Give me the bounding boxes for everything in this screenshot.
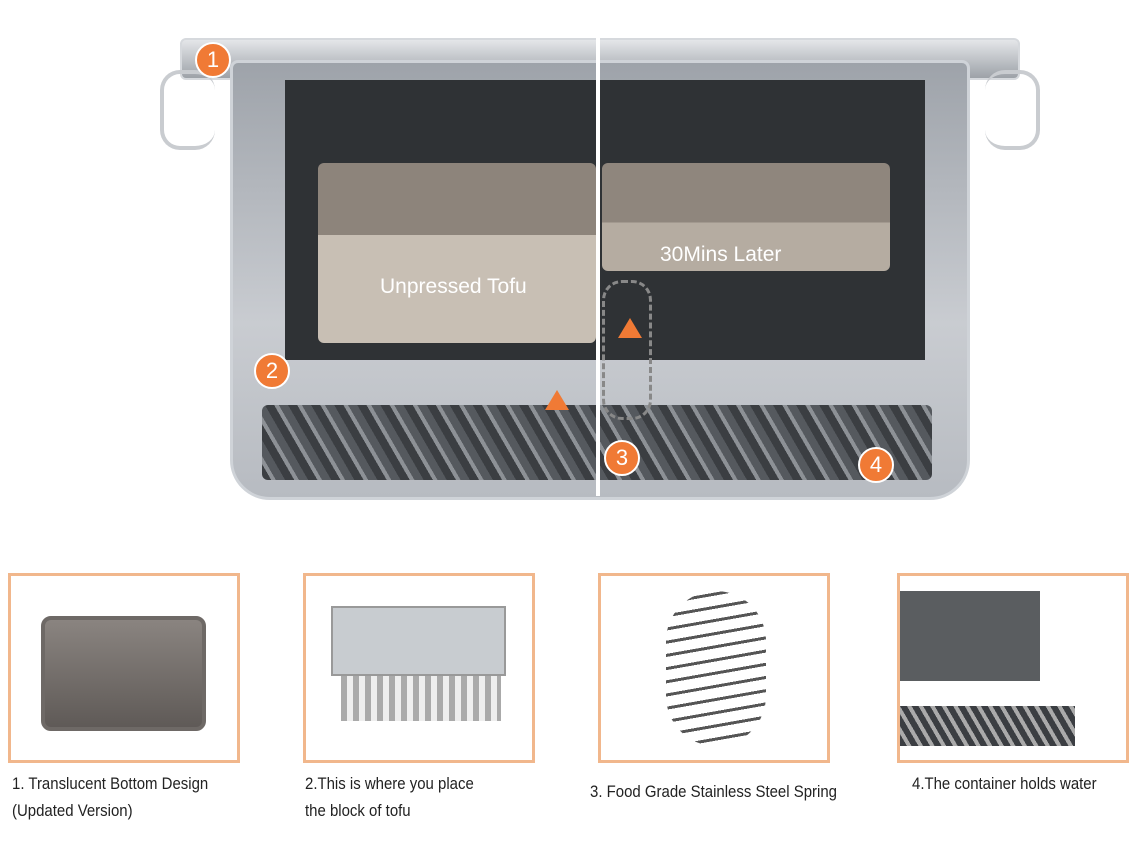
feature-image-bottom xyxy=(8,573,240,763)
up-arrow-icon xyxy=(618,318,642,338)
unpressed-tofu-label: Unpressed Tofu xyxy=(380,275,527,298)
feature-caption-4: 4.The container holds water xyxy=(912,770,1122,797)
feature-image-tray xyxy=(303,573,535,763)
comparison-divider xyxy=(596,36,600,496)
badge-4: 4 xyxy=(858,447,894,483)
feature-caption-1: 1. Translucent Bottom Design (Updated Ve… xyxy=(12,770,235,824)
spring xyxy=(602,280,652,420)
badge-1: 1 xyxy=(195,42,231,78)
feature-caption-2: 2.This is where you place the block of t… xyxy=(305,770,497,824)
left-latch xyxy=(160,70,215,150)
feature-caption-3: 3. Food Grade Stainless Steel Spring xyxy=(590,778,871,805)
caption-line: 4.The container holds water xyxy=(912,774,1097,793)
pressed-tofu-block: 30Mins Later xyxy=(602,163,890,271)
feature-image-water xyxy=(897,573,1129,763)
caption-line: 3. Food Grade Stainless Steel Spring xyxy=(590,782,837,801)
feature-image-spring xyxy=(598,573,830,763)
right-latch xyxy=(985,70,1040,150)
caption-line: (Updated Version) xyxy=(12,801,133,820)
badge-3: 3 xyxy=(604,440,640,476)
badge-2: 2 xyxy=(254,353,290,389)
caption-line: 2.This is where you place xyxy=(305,774,474,793)
unpressed-tofu-block: Unpressed Tofu xyxy=(318,163,596,343)
caption-line: 1. Translucent Bottom Design xyxy=(12,774,209,793)
caption-line: the block of tofu xyxy=(305,801,411,820)
up-arrow-icon xyxy=(545,390,569,410)
later-label: 30Mins Later xyxy=(660,243,782,266)
